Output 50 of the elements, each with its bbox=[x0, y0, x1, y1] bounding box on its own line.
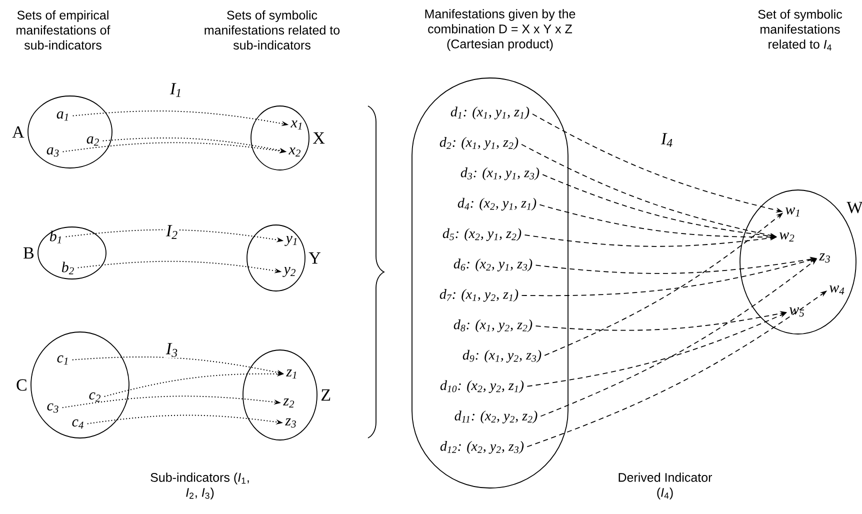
element-label: c$_{1}$ bbox=[57, 355, 68, 365]
element-label: z$_{3}$ bbox=[285, 418, 296, 428]
element-label: x$_{1}$ bbox=[290, 120, 302, 130]
element-label: d$_{4}$: (x$_{2}$, y$_{1}$, z$_{1}$) bbox=[458, 198, 536, 211]
element-label: z$_{3}$ bbox=[819, 253, 830, 263]
element-label: d$_{7}$: (x$_{1}$, y$_{2}$, z$_{1}$) bbox=[440, 289, 518, 302]
element-label: c$_{3}$ bbox=[47, 403, 58, 413]
element-label: d$_{3}$: (x$_{1}$, y$_{1}$, z$_{3}$) bbox=[460, 167, 540, 180]
element-label: d$_{2}$: (x$_{1}$, y$_{1}$, z$_{2}$) bbox=[440, 137, 518, 150]
element-label: a$_{1}$ bbox=[56, 111, 68, 121]
node-label: X bbox=[313, 132, 325, 144]
element-label: d$_{11}$: (x$_{2}$, y$_{2}$, z$_{2}$) bbox=[454, 410, 538, 424]
rounded-box bbox=[412, 78, 568, 488]
element-label: d$_{5}$: (x$_{2}$, y$_{1}$, z$_{2}$) bbox=[442, 228, 522, 241]
element-label: z$_{1}$ bbox=[286, 369, 296, 379]
edge-label: I$_{2}$ bbox=[164, 224, 180, 240]
element-label: a$_{3}$ bbox=[46, 147, 59, 157]
edge-label: I$_{3}$ bbox=[164, 342, 180, 358]
element-label: c$_{2}$ bbox=[89, 392, 100, 402]
node-label: Z bbox=[321, 389, 330, 401]
caption-text: Derived Indicator (I$_{4}$) bbox=[618, 472, 712, 500]
element-label: c$_{4}$ bbox=[72, 419, 84, 429]
element-label: b$_{2}$ bbox=[62, 262, 74, 274]
element-label: z$_{2}$ bbox=[283, 398, 294, 408]
caption-text: Sets of symbolic manifestations related to sub-indicators bbox=[204, 10, 340, 50]
element-label: w$_{2}$ bbox=[780, 232, 794, 242]
element-label: d$_{12}$: (x$_{2}$, y$_{2}$, z$_{3}$) bbox=[440, 441, 524, 454]
element-label: d$_{8}$: (x$_{1}$, y$_{2}$, z$_{2}$) bbox=[454, 319, 532, 332]
node-label: C bbox=[16, 379, 26, 391]
element-label: w$_{4}$ bbox=[830, 285, 844, 295]
element-label: y$_{1}$ bbox=[284, 236, 297, 246]
element-label: w$_{1}$ bbox=[786, 207, 800, 217]
element-label: d$_{9}$: (x$_{1}$, y$_{2}$, z$_{3}$) bbox=[462, 350, 542, 363]
element-label: x$_{2}$ bbox=[288, 147, 300, 157]
element-label: d$_{10}$: (x$_{2}$, y$_{2}$, z$_{1}$) bbox=[440, 380, 524, 393]
edge-label: I$_{4}$ bbox=[660, 132, 674, 148]
caption-text: Sets of empirical manifestations of sub-indicators bbox=[16, 10, 110, 50]
element-label: d$_{1}$: (x$_{1}$, y$_{1}$, z$_{1}$) bbox=[450, 106, 530, 120]
element-label: a$_{2}$ bbox=[86, 136, 99, 146]
edge-label: I$_{1}$ bbox=[168, 82, 184, 98]
element-label: d$_{6}$: (x$_{2}$, y$_{1}$, z$_{3}$) bbox=[454, 258, 532, 272]
node-label: B bbox=[23, 247, 34, 259]
caption-text: Sub-indicators (I$_{1}$, I$_{2}$, I$_{3}$) bbox=[150, 472, 249, 500]
element-label: b$_{1}$ bbox=[50, 230, 61, 244]
element-label: w$_{5}$ bbox=[790, 307, 804, 317]
node-label: A bbox=[12, 126, 24, 138]
caption-text: Set of symbolic manifestations related to I$_{4}$ bbox=[758, 10, 842, 50]
node-label: Y bbox=[308, 252, 320, 264]
caption-text: Manifestations given by the combination D = X x Y x Z (Cartesian product) bbox=[425, 9, 576, 51]
element-label: y$_{2}$ bbox=[282, 266, 296, 278]
